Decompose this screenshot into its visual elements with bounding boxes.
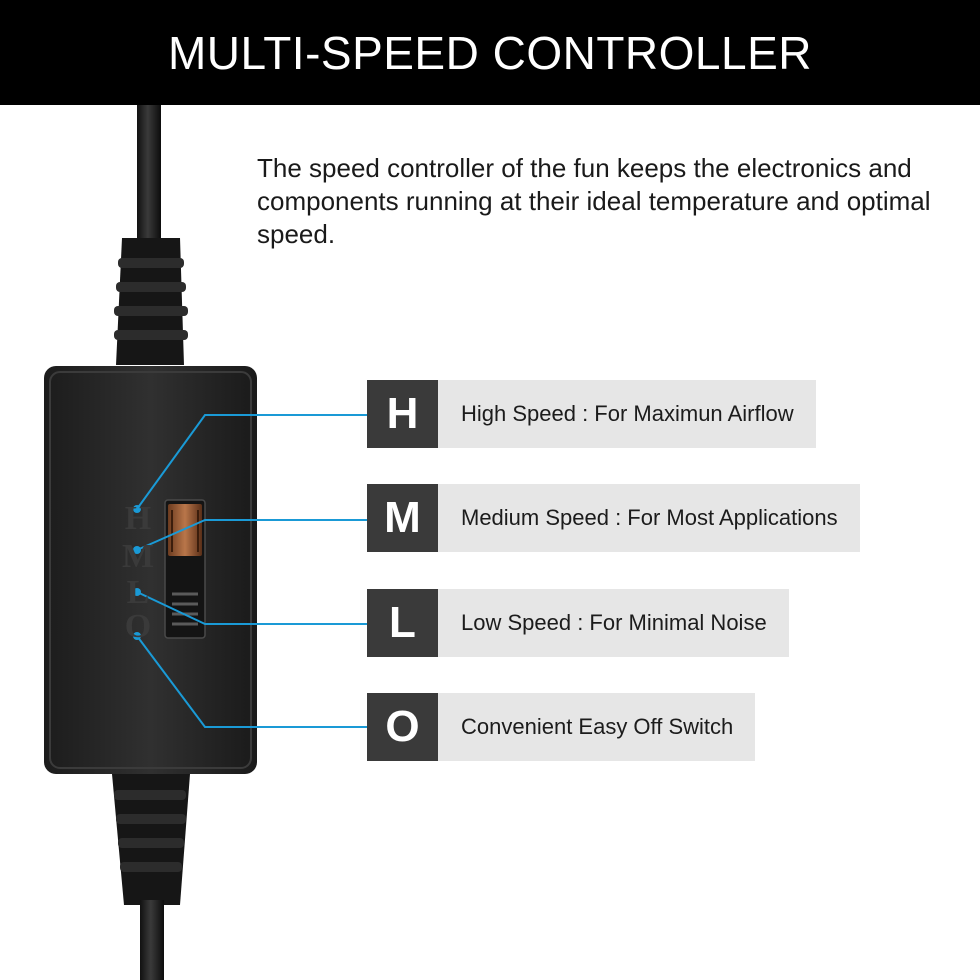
page-title: MULTI-SPEED CONTROLLER (167, 26, 813, 79)
speed-label: Convenient Easy Off Switch (438, 693, 756, 761)
speed-label: Medium Speed : For Most Applications (438, 484, 860, 552)
speed-letter-box: M (367, 484, 438, 552)
top-cable (137, 105, 161, 245)
speed-label: Low Speed : For Minimal Noise (438, 589, 789, 657)
switch-letter-o: O (124, 608, 152, 645)
speed-row-low: L Low Speed : For Minimal Noise (367, 589, 789, 657)
controller-body (44, 366, 257, 774)
callout-lines (136, 414, 368, 728)
switch-letter-m: M (121, 538, 155, 575)
speed-label: High Speed : For Maximun Airflow (438, 380, 816, 448)
speed-letter-box: O (367, 693, 438, 761)
switch-letter-h: H (124, 500, 152, 537)
slider-knob (168, 504, 202, 556)
callout-dots (133, 505, 141, 640)
speed-row-medium: M Medium Speed : For Most Applications (367, 484, 860, 552)
top-strain-relief (114, 238, 188, 365)
description-text: The speed controller of the fun keeps th… (257, 153, 931, 249)
bottom-strain-relief (112, 774, 190, 905)
speed-letter-box: H (367, 380, 438, 448)
switch-letter-l: L (126, 574, 150, 611)
slider-ridges (172, 592, 198, 626)
speed-row-high: H High Speed : For Maximun Airflow (367, 380, 816, 448)
page-header: MULTI-SPEED CONTROLLER (0, 0, 980, 105)
speed-row-off: O Convenient Easy Off Switch (367, 693, 756, 761)
bottom-cable (140, 900, 164, 980)
speed-letter-box: L (367, 589, 438, 657)
